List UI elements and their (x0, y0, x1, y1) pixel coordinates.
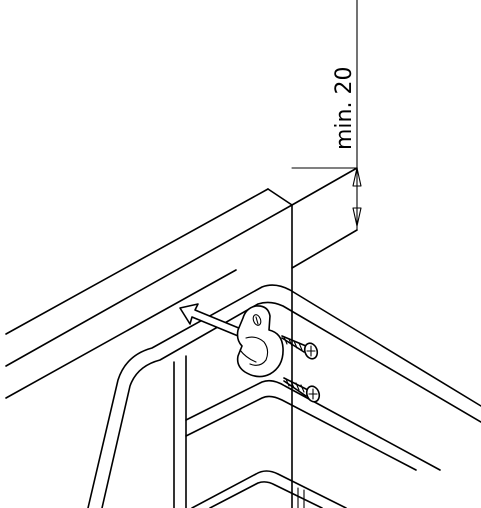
screw-upper-icon (281, 335, 319, 360)
dimension-lines (291, 0, 358, 231)
screw-lower-icon (283, 377, 321, 403)
direction-arrow-icon (179, 303, 247, 339)
rail-frame (87, 284, 481, 508)
shelf-board (5, 167, 358, 508)
dimension-label: min. 20 (332, 67, 357, 150)
pipe-clip-bracket (236, 305, 284, 378)
dimension-arrows (352, 167, 362, 227)
